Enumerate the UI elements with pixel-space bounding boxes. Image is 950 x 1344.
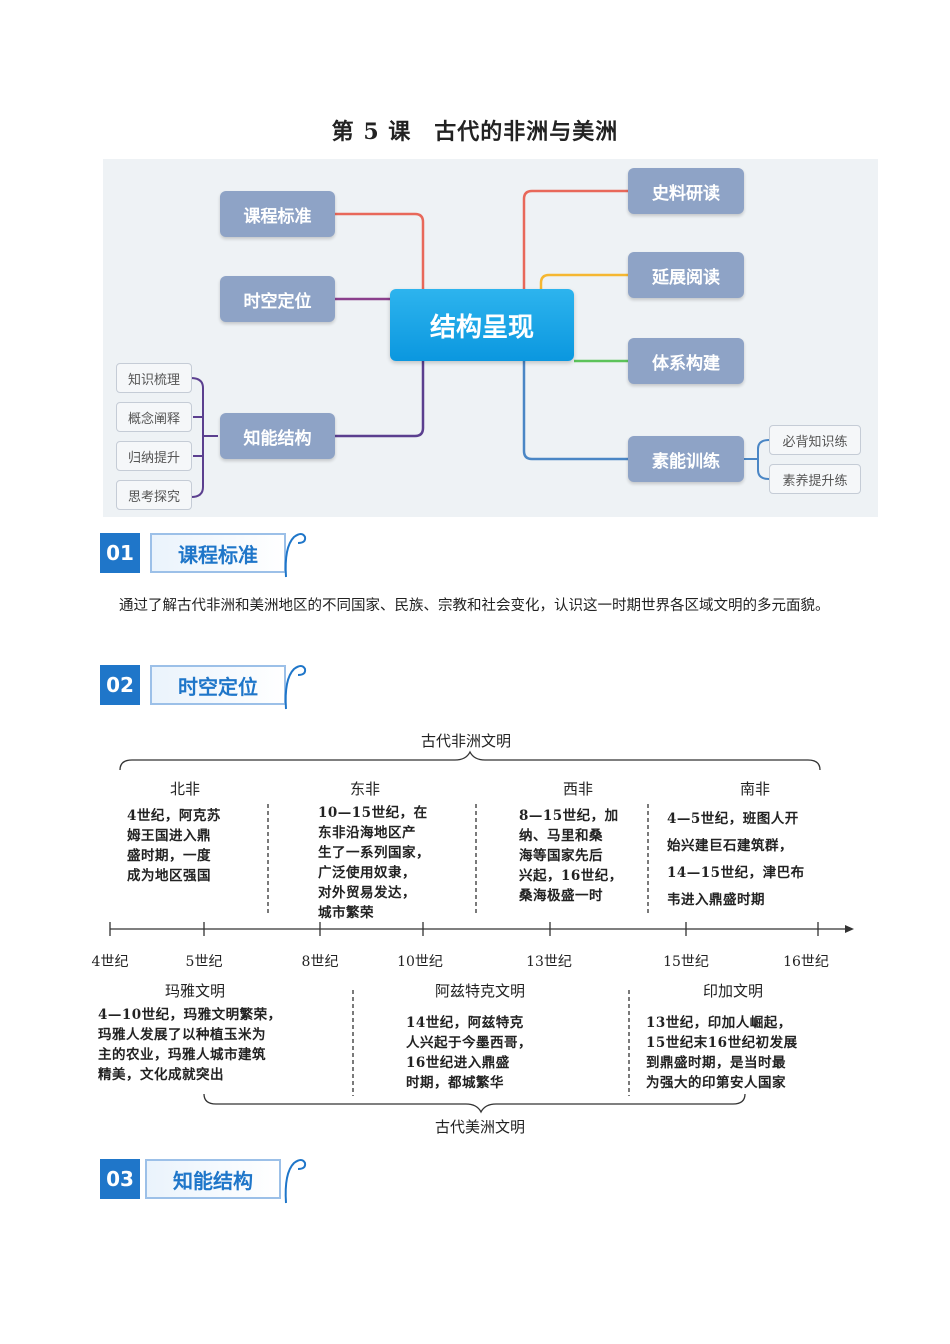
section-number-badge: 01 [100,533,140,573]
tick-label-8c: 8世纪 [301,954,339,970]
section-header-knowledge: 03 知能结构 [100,1153,310,1205]
civ-inca: 印加文明 [702,982,763,1000]
america-title: 古代美洲文明 [434,1118,525,1136]
leaf-knowledge-review: 知识梳理 [116,363,192,393]
africa-title: 古代非洲文明 [420,732,511,750]
tick-label-15c: 15世纪 [663,954,709,970]
leaf-summary-improve: 归纳提升 [116,441,192,471]
timeline-ticks [109,922,819,936]
region-north-africa: 北非 [169,780,200,798]
leaf-literacy-improve: 素养提升练 [769,464,861,494]
ribbon-curl-icon [284,533,307,578]
node-spacetime: 时空定位 [220,276,335,322]
ribbon-curl-icon [284,1159,307,1204]
connector-extended [539,273,628,289]
section-number-badge: 02 [100,665,140,705]
africa-brace [119,750,821,771]
node-curriculum: 课程标准 [220,191,335,237]
connector-knowledge [335,361,425,438]
node-sources: 史料研读 [628,168,744,214]
node-system-building: 体系构建 [628,338,744,384]
tick-label-13c: 13世纪 [526,954,572,970]
desc-west-africa: 8—15世纪，加纳、马里和桑 海等国家先后兴起，16世纪， 桑海极盛一时 [519,808,623,904]
section-label: 课程标准 [150,533,286,573]
desc-north-africa: 4世纪，阿克苏姆王国进入鼎 盛时期，一度成为地区强国 [127,808,221,884]
timeline-arrow-icon [845,925,854,933]
ribbon-curl-icon [284,665,307,710]
tick-label-4c: 4世纪 [91,954,129,970]
mindmap-connectors [190,189,770,498]
civ-aztec: 阿兹特克文明 [434,982,525,1000]
section-label: 知能结构 [145,1159,281,1199]
node-extended-reading: 延展阅读 [628,252,744,298]
tick-label-10c: 10世纪 [397,954,443,970]
desc-east-africa: 10—15世纪，在东非沿海地区产 生了一系列国家，广泛使用奴隶， 对外贸易发达，… [318,805,430,921]
tick-label-16c: 16世纪 [783,954,829,970]
region-south-africa: 南非 [739,780,770,798]
section-number-badge: 03 [100,1159,140,1199]
civ-maya: 玛雅文明 [164,982,225,1000]
section-label: 时空定位 [150,665,286,705]
connector-leaves-right [744,439,770,480]
curriculum-paragraph: 通过了解古代非洲和美洲地区的不同国家、民族、宗教和社会变化，认识这一时期世界各区… [119,598,830,614]
page-title: 第 5 课 古代的非洲与美洲 [331,119,619,145]
mindmap-center-node: 结构呈现 [390,289,574,361]
tick-label-5c: 5世纪 [185,954,223,970]
desc-south-africa: 4—5世纪，班图人开始兴建巨石建筑群， 14—15世纪，津巴布韦进入鼎盛时期 [667,811,805,908]
leaf-concept-explain: 概念阐释 [116,402,192,432]
connector-curriculum [335,212,425,289]
leaf-must-memorize: 必背知识练 [769,425,861,455]
section-header-curriculum: 01 课程标准 [100,527,310,579]
structure-mindmap: 结构呈现 课程标准 时空定位 知能结构 史料研读 延展阅读 体系构建 素能训练 … [103,159,878,517]
desc-aztec: 14世纪，阿兹特克人兴起于今墨西哥， 16世纪进入鼎盛时期，都城繁华 [406,1015,532,1091]
section-header-spacetime: 02 时空定位 [100,659,310,711]
connector-sources [522,189,628,289]
region-west-africa: 西非 [562,780,593,798]
region-east-africa: 东非 [349,780,380,798]
desc-inca: 13世纪，印加人崛起，15世纪末16世纪初发展 到鼎盛时期，是当时最为强大的印第… [646,1015,798,1091]
desc-maya: 4—10世纪，玛雅文明繁荣，玛雅人发展了以种植玉米为 主的农业，玛雅人城市建筑精… [98,1007,282,1083]
node-knowledge-structure: 知能结构 [220,413,335,459]
america-brace [203,1093,746,1114]
leaf-think-explore: 思考探究 [116,480,192,510]
node-skill-training: 素能训练 [628,436,744,482]
connector-leaves-left [190,377,218,498]
connector-training [522,361,628,461]
